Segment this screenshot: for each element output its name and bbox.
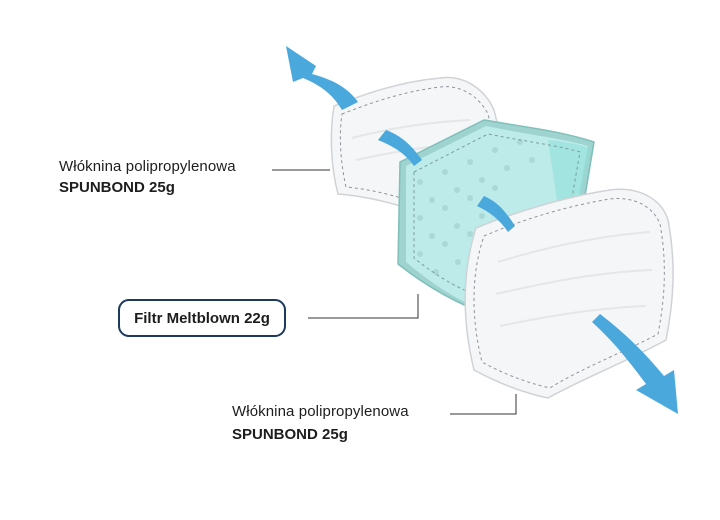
outer-layer-material-label: Włóknina polipropylenowa	[59, 158, 236, 175]
leader-line-middle	[308, 294, 419, 319]
leader-lines	[272, 169, 517, 415]
inner-layer-spec-label: SPUNBOND 25g	[232, 426, 348, 443]
inner-layer-material-label: Włóknina polipropylenowa	[232, 403, 409, 420]
filter-layer-spec-label: Filtr Meltblown 22g	[134, 309, 270, 327]
outer-layer-spec-label: SPUNBOND 25g	[59, 179, 175, 196]
airflow-arrow-icon	[286, 46, 678, 414]
filter-dot-pattern	[417, 139, 535, 275]
filter-layer-badge: Filtr Meltblown 22g	[118, 299, 286, 337]
leader-line-bottom	[450, 394, 517, 415]
